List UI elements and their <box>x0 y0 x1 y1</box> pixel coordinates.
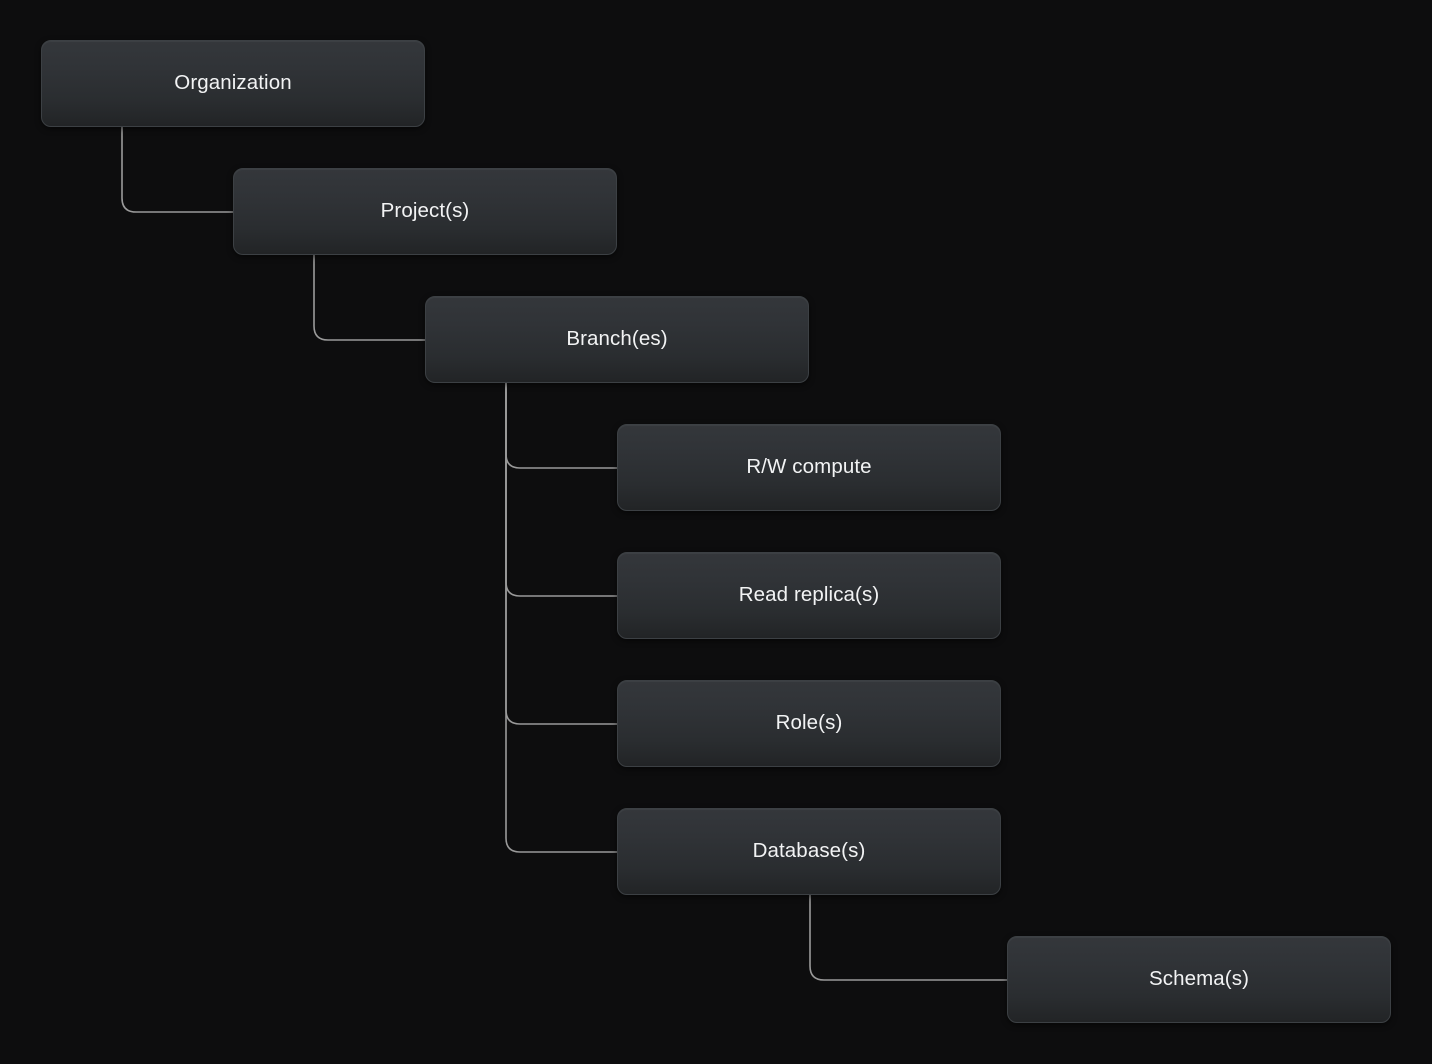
node-branch[interactable]: Branch(es) <box>425 296 809 383</box>
edge-branch-to-read-replica <box>505 383 617 597</box>
node-label-role: Role(s) <box>775 711 843 735</box>
node-read-replica[interactable]: Read replica(s) <box>617 552 1001 639</box>
node-schema[interactable]: Schema(s) <box>1007 936 1391 1023</box>
node-label-project: Project(s) <box>380 199 470 223</box>
edge-branch-to-role <box>505 383 617 725</box>
node-database[interactable]: Database(s) <box>617 808 1001 895</box>
node-label-branch: Branch(es) <box>566 327 668 351</box>
edge-database-to-schema <box>809 895 1007 981</box>
node-role[interactable]: Role(s) <box>617 680 1001 767</box>
edge-branch-to-rw-compute <box>505 383 617 469</box>
node-label-read-replica: Read replica(s) <box>738 583 880 607</box>
edge-branch-to-database <box>505 383 617 853</box>
node-label-schema: Schema(s) <box>1148 967 1249 991</box>
edge-project-to-branch <box>313 255 425 341</box>
node-label-database: Database(s) <box>752 839 866 863</box>
node-label-organization: Organization <box>174 71 292 95</box>
node-organization[interactable]: Organization <box>41 40 425 127</box>
node-rw-compute[interactable]: R/W compute <box>617 424 1001 511</box>
node-project[interactable]: Project(s) <box>233 168 617 255</box>
node-label-rw-compute: R/W compute <box>746 455 872 479</box>
edge-organization-to-project <box>121 127 233 213</box>
